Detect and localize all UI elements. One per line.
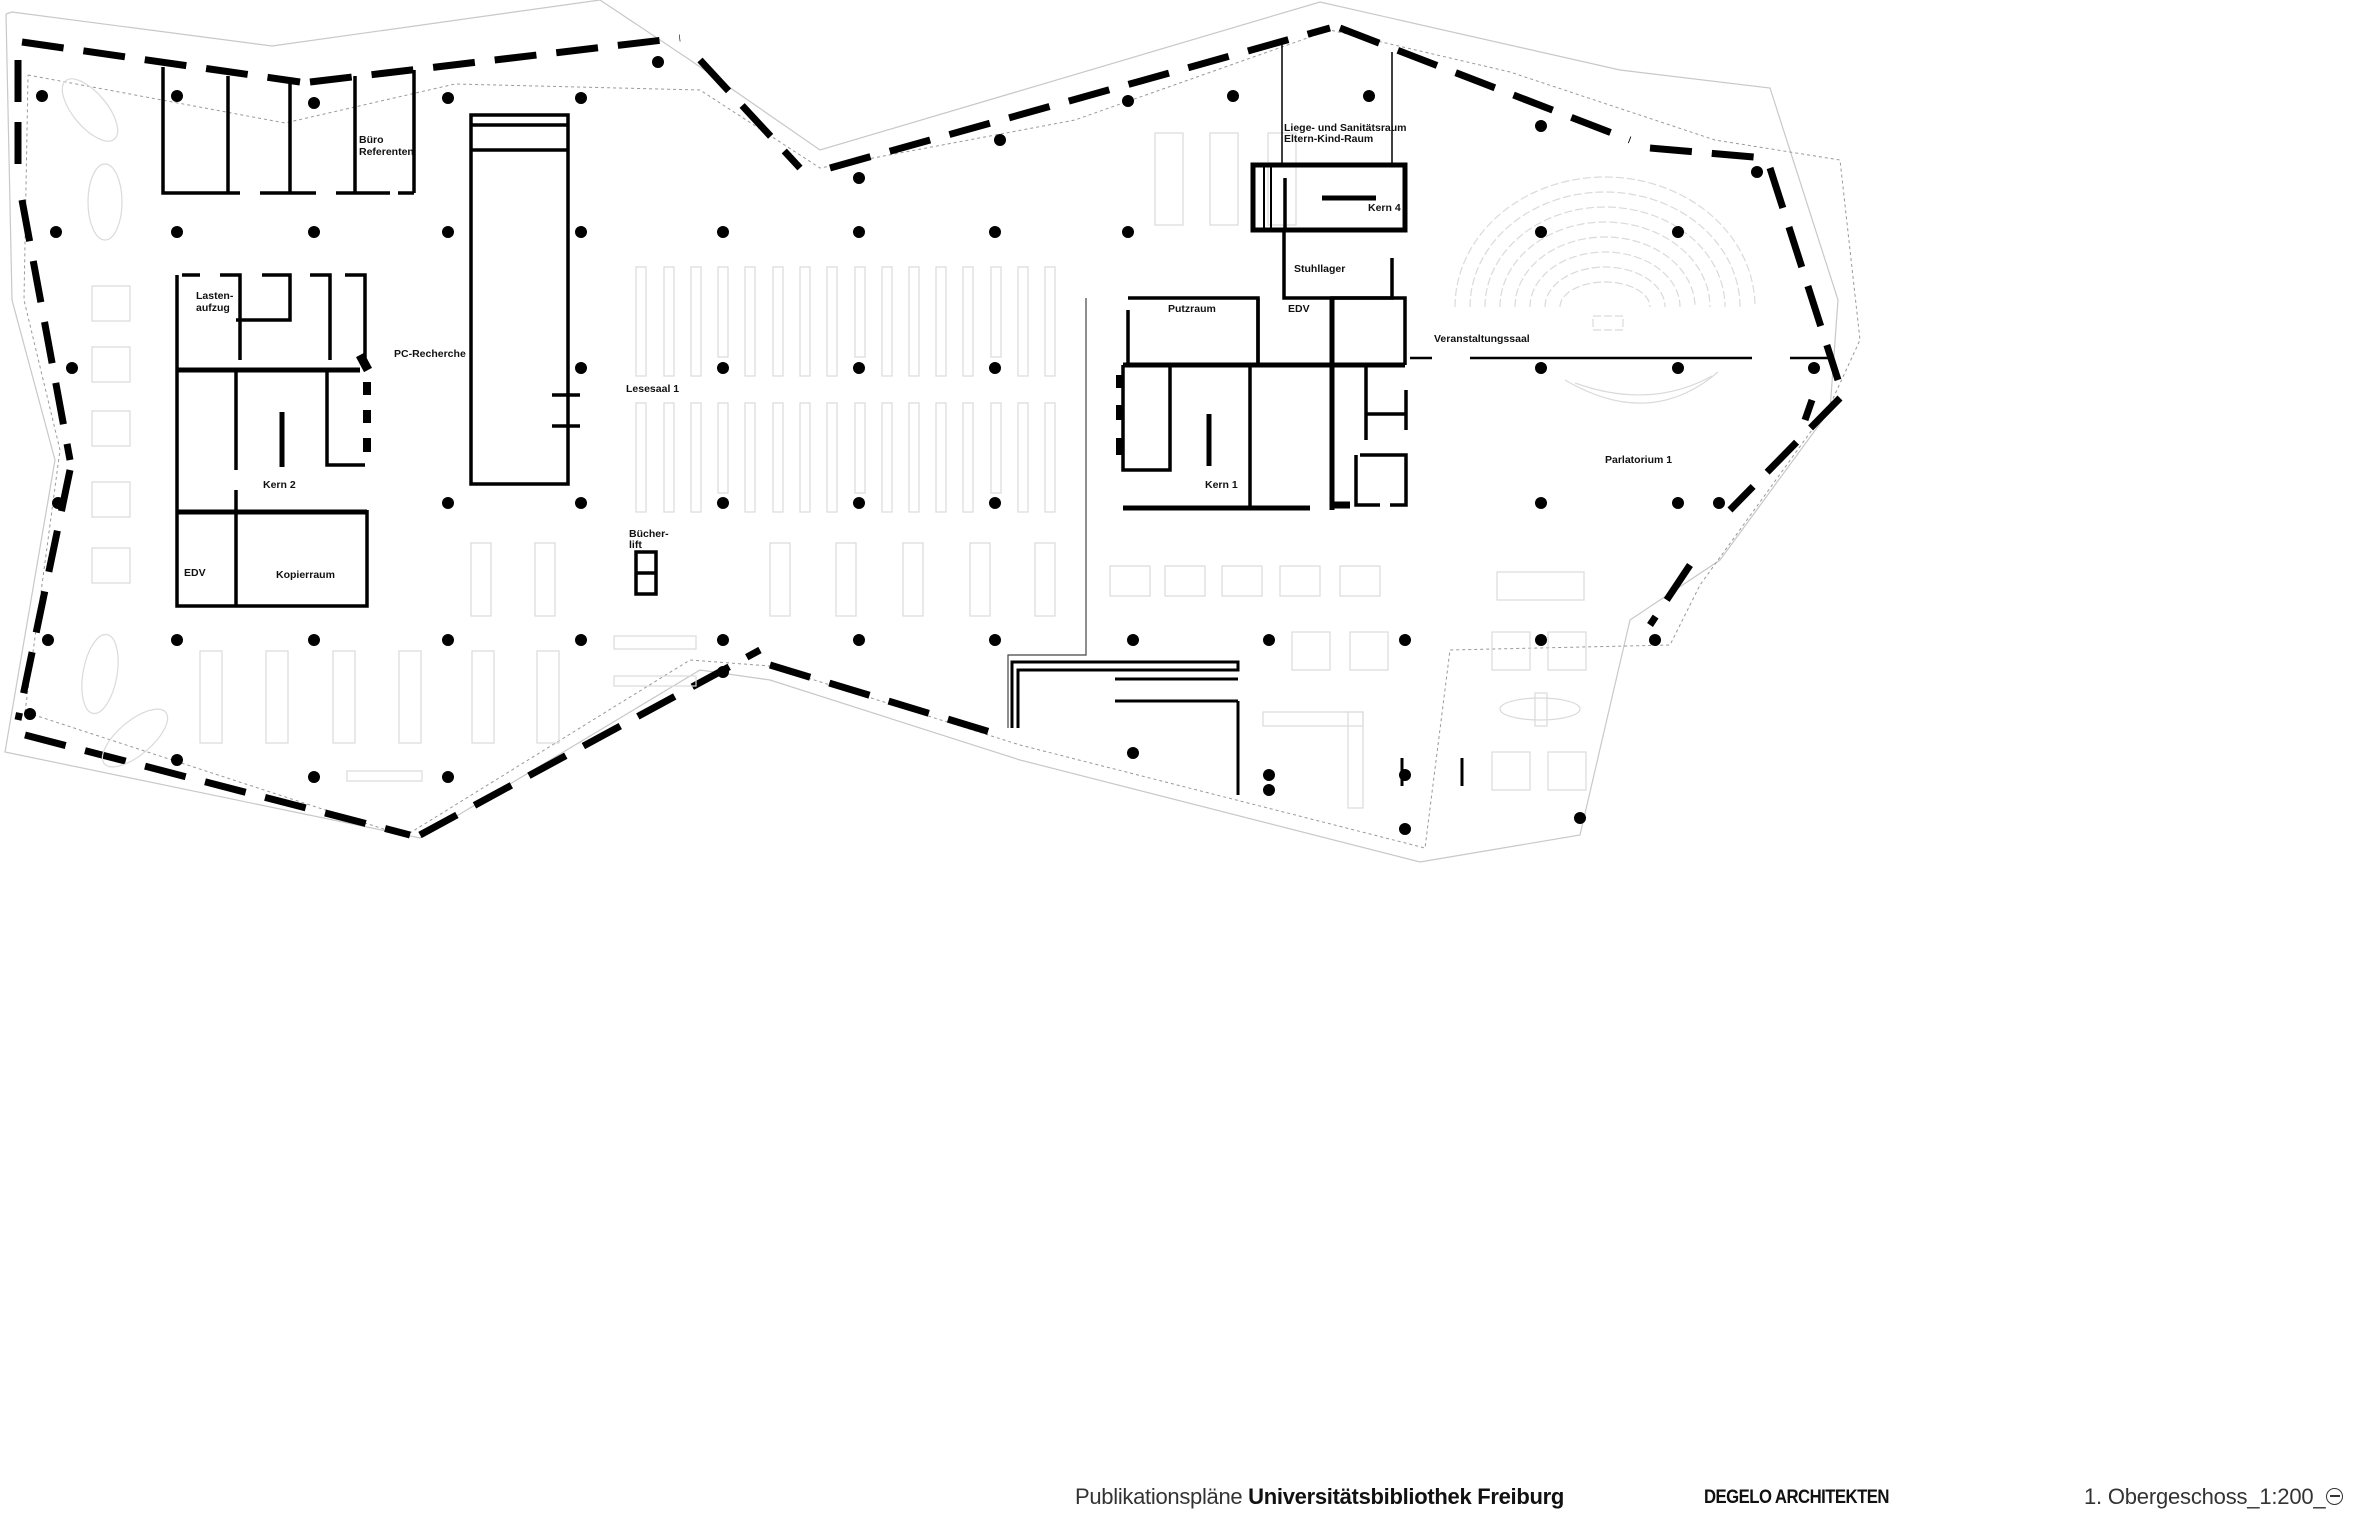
- architect-name: DEGELO ARCHITEKTEN: [1704, 1487, 1889, 1508]
- label-lasten: Lasten-: [196, 290, 234, 302]
- label-parlatorium-1: Parlatorium 1: [1605, 454, 1672, 466]
- auditorium-seating: [1454, 176, 1756, 331]
- label-buecher: Bücher-: [629, 528, 669, 540]
- label-edv-right: EDV: [1288, 303, 1310, 315]
- label-liege-sanitaetsraum: Liege- und Sanitätsraum: [1284, 122, 1407, 134]
- label-lift: lift: [629, 539, 642, 551]
- label-kern-2: Kern 2: [263, 479, 296, 491]
- label-kern-4: Kern 4: [1368, 202, 1401, 214]
- sheet-info: 1. Obergeschoss_1:200_: [2084, 1484, 2344, 1512]
- structural-columns: [24, 56, 1820, 835]
- label-veranstaltungssaal: Veranstaltungssaal: [1434, 333, 1530, 345]
- label-stuhllager: Stuhllager: [1294, 263, 1345, 275]
- inner-dotted-line: [23, 29, 1861, 849]
- label-edv-left: EDV: [184, 567, 206, 579]
- sheet-label: 1. Obergeschoss_1:200_: [2084, 1484, 2326, 1509]
- label-kern-1: Kern 1: [1205, 479, 1238, 491]
- label-buero: Büro: [359, 134, 384, 146]
- study-tables: [61, 78, 1719, 809]
- facade-outline: [4, 0, 1839, 863]
- label-kopierraum: Kopierraum: [276, 569, 335, 581]
- label-referenten: Referenten: [359, 146, 414, 158]
- label-aufzug: aufzug: [196, 302, 230, 314]
- floor-plan-drawing: Büro Referenten Lasten- aufzug PC-Recher…: [4, 0, 1861, 863]
- label-lesesaal-1: Lesesaal 1: [626, 383, 679, 395]
- publication-title-block: Publikationspläne Universitätsbibliothek…: [1075, 1484, 1564, 1512]
- thin-walls: [1007, 298, 1087, 728]
- publication-prefix: Publikationspläne: [1075, 1484, 1243, 1509]
- publication-title: Universitätsbibliothek Freiburg: [1248, 1484, 1565, 1509]
- exterior-wall-dashed: [14, 24, 1843, 839]
- bookshelves: [635, 266, 1056, 513]
- interior-walls: [161, 43, 1828, 795]
- label-putzraum: Putzraum: [1168, 303, 1216, 315]
- north-arrow-icon: [2326, 1488, 2344, 1505]
- label-eltern-kind-raum: Eltern-Kind-Raum: [1284, 133, 1373, 145]
- label-pc-recherche: PC-Recherche: [394, 348, 466, 360]
- room-labels: Büro Referenten Lasten- aufzug PC-Recher…: [184, 122, 1672, 581]
- furniture: [61, 78, 1756, 809]
